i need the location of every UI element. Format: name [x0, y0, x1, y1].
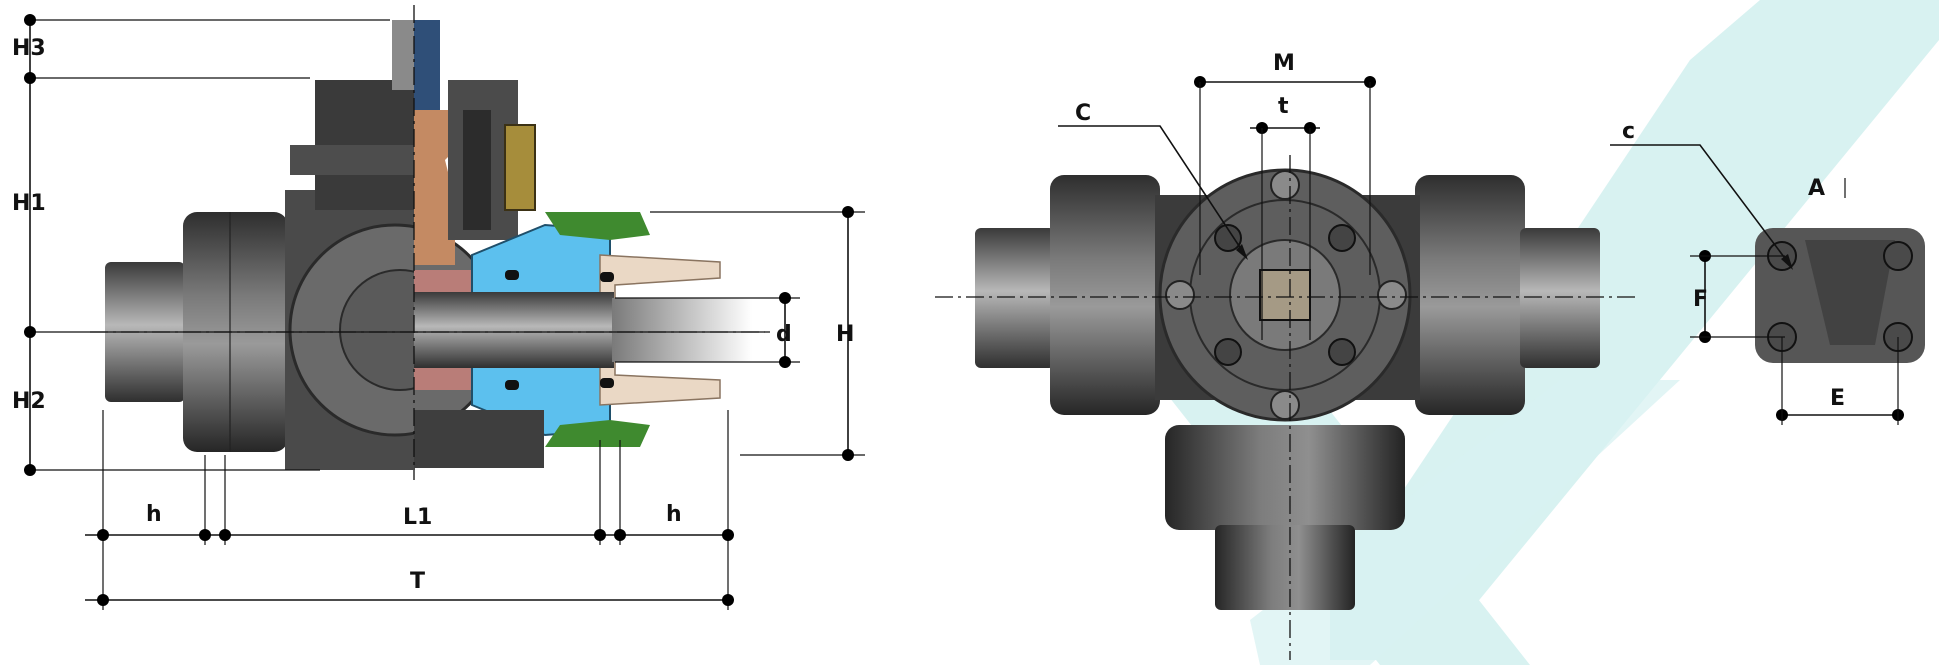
stem-grey — [392, 20, 414, 90]
label-h-right: h — [666, 502, 682, 527]
flange-nuts — [1165, 170, 1407, 420]
side-view-dimensions — [24, 5, 865, 610]
top-right-pipe — [1520, 228, 1600, 368]
right-pipe-section — [612, 298, 752, 362]
bottom-pipe — [1215, 525, 1355, 610]
label-m: M — [1273, 51, 1295, 76]
leader-c-small-arrow — [1781, 254, 1793, 270]
top-left-pipe — [975, 228, 1055, 368]
top-left-nut — [1050, 175, 1160, 415]
leader-c-small — [1610, 144, 1791, 266]
label-f: F — [1693, 287, 1708, 312]
stem-blue-cap — [414, 20, 440, 110]
body-lower-section — [414, 410, 544, 468]
leader-c-big-arrow — [1236, 244, 1248, 260]
flow-bore — [414, 292, 614, 368]
stem-square — [1259, 269, 1311, 321]
side-section-view — [105, 20, 752, 470]
label-h1: H1 — [12, 191, 46, 216]
label-h-height: H — [836, 322, 854, 347]
label-h-left: h — [146, 502, 162, 527]
label-c-small: c — [1622, 119, 1635, 144]
seal-orings — [505, 270, 614, 390]
label-d: d — [776, 322, 792, 347]
leader-c-big — [1058, 125, 1246, 256]
watermark-stroke-3 — [1250, 380, 1680, 665]
top-view-dimensions — [935, 76, 1640, 660]
label-l1: L1 — [403, 505, 432, 530]
label-e: E — [1830, 386, 1845, 411]
handle-inner — [463, 110, 491, 230]
actuator-top-plate — [290, 145, 425, 175]
mounting-pad-shade — [1805, 240, 1895, 345]
stem-copper-section — [414, 110, 455, 265]
right-nut-green — [545, 212, 650, 447]
tailpiece-tan — [599, 254, 721, 406]
label-h2: H2 — [12, 389, 46, 414]
label-h3: H3 — [12, 36, 46, 61]
label-c-big: C — [1075, 101, 1091, 126]
flange-bolt-holes — [1214, 224, 1356, 366]
top-right-nut — [1415, 175, 1525, 415]
label-a: A — [1808, 176, 1825, 201]
bottom-nut — [1165, 425, 1405, 530]
mounting-pad-view — [1610, 144, 1925, 425]
label-t: T — [410, 569, 425, 594]
label-t-small: t — [1278, 94, 1289, 119]
lock-screw — [504, 124, 536, 211]
